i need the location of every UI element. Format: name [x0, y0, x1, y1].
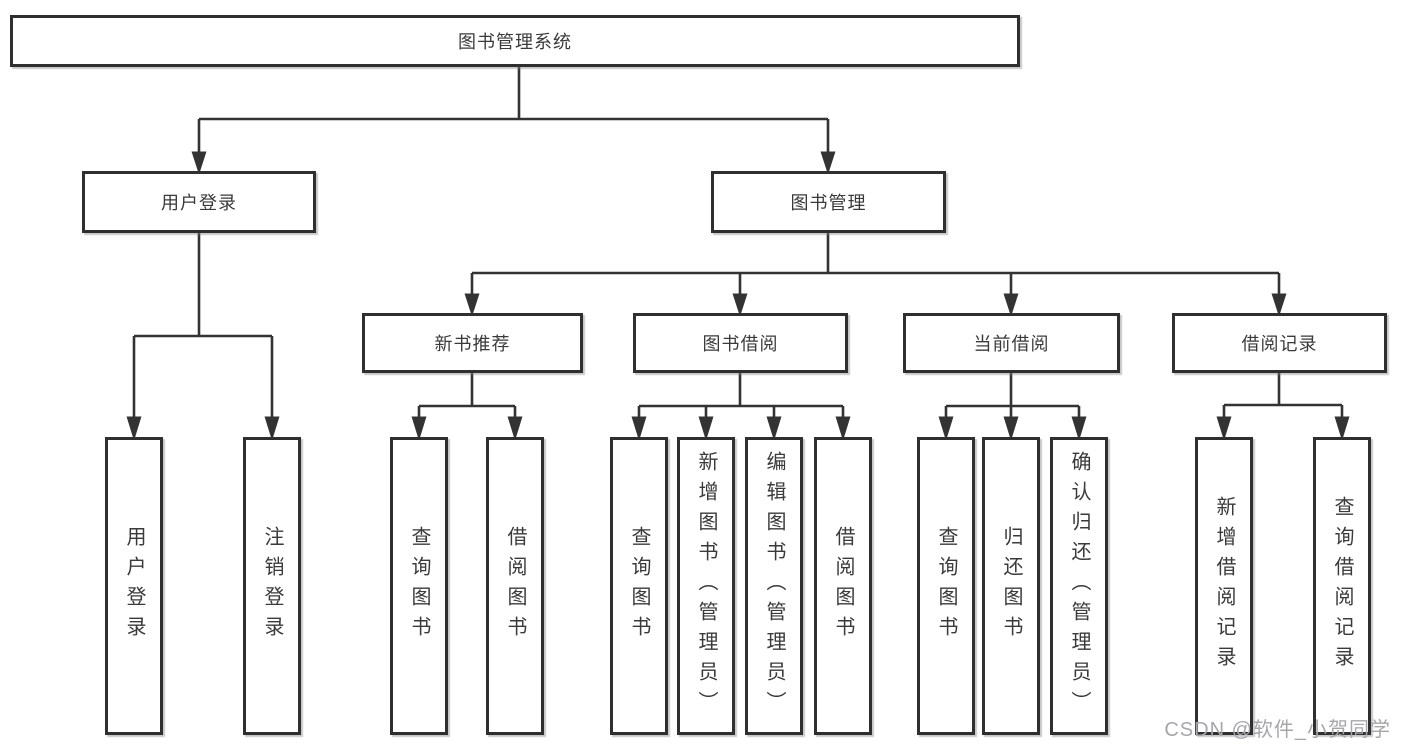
node-label: 新增借阅记录 [1213, 496, 1235, 676]
arrow-down-icon [1216, 416, 1232, 441]
node-leaf-logout: 注销登录 [243, 437, 301, 735]
arrow-down-icon [191, 151, 207, 175]
arrow-down-icon [732, 293, 748, 317]
arrow-down-icon [1271, 293, 1287, 317]
connector-records-to-leaves [1216, 373, 1350, 441]
node-label: 图书借阅 [702, 334, 779, 354]
arrow-down-icon [835, 416, 851, 441]
node-label: 当前借阅 [973, 334, 1050, 354]
arrow-down-icon [464, 293, 480, 317]
arrow-down-icon [1003, 416, 1019, 441]
node-leaf-add-borrow-record: 新增借阅记录 [1195, 437, 1253, 735]
connector-userlogin-to-leaves [126, 233, 280, 441]
node-leaf-confirm-return-admin: 确认归还（管理员） [1050, 437, 1108, 735]
node-leaf-add-books-admin: 新增图书（管理员） [677, 437, 735, 735]
node-label: 借阅记录 [1241, 334, 1318, 354]
node-current-borrowing: 当前借阅 [903, 313, 1120, 373]
node-label: 归还图书 [1000, 526, 1022, 646]
arrow-down-icon [766, 416, 782, 441]
arrow-down-icon [698, 416, 714, 441]
arrow-down-icon [126, 416, 142, 441]
node-label: 借阅图书 [832, 526, 854, 646]
node-label: 新书推荐 [434, 334, 511, 354]
node-leaf-query-books-current: 查询图书 [917, 437, 975, 735]
node-borrowing-records: 借阅记录 [1172, 313, 1387, 373]
node-label: 确认归还（管理员） [1068, 451, 1090, 721]
node-leaf-edit-books-admin: 编辑图书（管理员） [745, 437, 803, 735]
connector-bookmgmt-to-level3 [464, 233, 1287, 317]
csdn-watermark: CSDN @软件_小贺同学 [1164, 719, 1391, 741]
connector-bookborrow-to-leaves [631, 373, 851, 441]
node-user-login: 用户登录 [82, 171, 316, 233]
node-label: 图书管理系统 [458, 32, 572, 52]
connector-currentborrow-to-leaves [938, 373, 1087, 441]
node-book-management: 图书管理 [711, 171, 946, 233]
node-label: 用户登录 [161, 193, 237, 213]
node-label: 查询图书 [408, 526, 430, 646]
node-label: 注销登录 [261, 526, 283, 646]
arrow-down-icon [507, 416, 523, 441]
node-leaf-borrow-books-recommend: 借阅图书 [486, 437, 544, 735]
node-label: 图书管理 [790, 193, 867, 213]
arrow-down-icon [264, 416, 280, 441]
node-leaf-return-books: 归还图书 [982, 437, 1040, 735]
node-label: 借阅图书 [504, 526, 526, 646]
node-new-book-recommendation: 新书推荐 [362, 313, 583, 373]
node-leaf-query-borrow-record: 查询借阅记录 [1313, 437, 1371, 735]
arrow-down-icon [1334, 416, 1350, 441]
connector-newbook-to-leaves [411, 373, 523, 441]
arrow-down-icon [820, 151, 836, 175]
node-book-borrowing: 图书借阅 [633, 313, 848, 373]
node-label: 查询借阅记录 [1331, 496, 1353, 676]
node-leaf-user-login: 用户登录 [105, 437, 163, 735]
node-label: 编辑图书（管理员） [763, 451, 785, 721]
arrow-down-icon [1071, 416, 1087, 441]
node-label: 查询图书 [935, 526, 957, 646]
arrow-down-icon [411, 416, 427, 441]
connector-root-to-level2 [191, 67, 836, 175]
node-leaf-query-books-recommend: 查询图书 [390, 437, 448, 735]
node-label: 查询图书 [628, 526, 650, 646]
node-label: 用户登录 [123, 526, 145, 646]
node-leaf-borrow-books: 借阅图书 [814, 437, 872, 735]
arrow-down-icon [1003, 293, 1019, 317]
arrow-down-icon [938, 416, 954, 441]
node-library-management-system: 图书管理系统 [10, 15, 1020, 67]
arrow-down-icon [631, 416, 647, 441]
node-leaf-query-books-borrowing: 查询图书 [610, 437, 668, 735]
node-label: 新增图书（管理员） [695, 451, 717, 721]
